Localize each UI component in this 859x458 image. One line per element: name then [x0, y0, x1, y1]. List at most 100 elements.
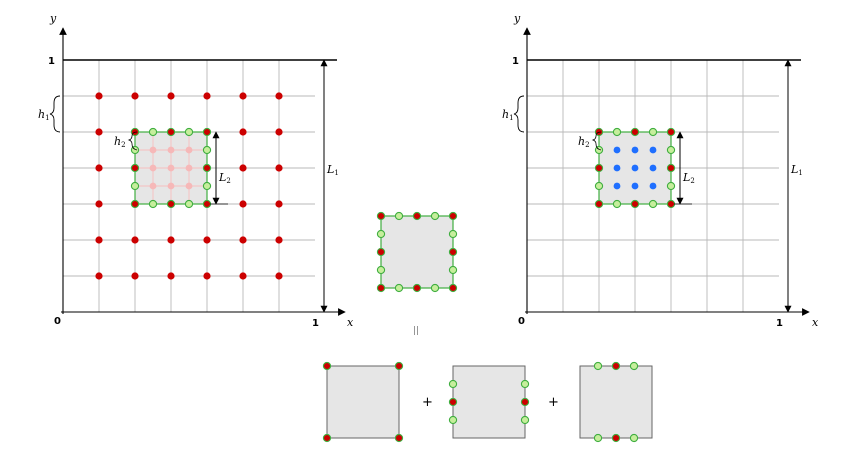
decomp-corner-node: [322, 433, 332, 443]
decomp-vertical-coarse-node: [448, 397, 458, 407]
left-boundary-node-coarse: [130, 199, 140, 209]
center-boundary-node-coarse: [448, 247, 458, 257]
center-boundary-node-coarse: [448, 283, 458, 293]
center-patch-element: [376, 211, 458, 293]
right-boundary-node-coarse: [666, 127, 676, 137]
decomp-horizontal-fine-node: [593, 361, 603, 371]
decomp-vertical-fine-node: [520, 415, 530, 425]
right-interior-fine-node: [631, 182, 639, 190]
right-l2-label: L2: [682, 171, 695, 185]
right-interior-fine-node: [649, 164, 657, 172]
center-boundary-node-coarse: [412, 211, 422, 221]
left-coarse-node: [239, 164, 247, 172]
right-boundary-node-fine: [666, 145, 676, 155]
left-coarse-node: [239, 200, 247, 208]
left-coarse-node: [275, 236, 283, 244]
left-h2-brace: [127, 131, 138, 151]
right-boundary-node-coarse: [666, 199, 676, 209]
center-boundary-node-fine: [430, 211, 440, 221]
decomp-vertical-rect: [452, 365, 526, 439]
left-interior-fine-node: [149, 146, 157, 154]
decomp-horizontal-coarse-node: [611, 361, 621, 371]
right-mesh-panel: y x 1 0 1 h1 h2 L2 L1: [502, 12, 819, 329]
center-boundary-node-fine: [394, 211, 404, 221]
decomp-corner-node: [322, 361, 332, 371]
right-interior-fine-node: [649, 146, 657, 154]
decomp-horizontal-fine-node: [629, 433, 639, 443]
right-l1-label: L1: [790, 163, 803, 177]
left-coarse-node: [275, 128, 283, 136]
right-boundary-node-fine: [648, 199, 658, 209]
right-interior-fine-node: [613, 164, 621, 172]
left-interior-fine-node: [185, 182, 193, 190]
decomp-horizontal-fine-node: [629, 361, 639, 371]
left-coarse-node: [239, 236, 247, 244]
decomp-horizontal-coarse-node: [611, 433, 621, 443]
left-interior-fine-node: [167, 182, 175, 190]
right-boundary-node-fine: [612, 127, 622, 137]
decomp-corner-node: [394, 433, 404, 443]
left-nodes: [95, 92, 283, 280]
left-interior-fine-node: [167, 164, 175, 172]
left-coarse-node: [95, 200, 103, 208]
left-tick-one-top: 1: [48, 56, 55, 67]
left-boundary-node-fine: [130, 181, 140, 191]
right-nodes: [594, 127, 676, 209]
left-coarse-node: [95, 164, 103, 172]
left-boundary-node-coarse: [202, 163, 212, 173]
left-coarse-node: [95, 272, 103, 280]
center-boundary-node-fine: [430, 283, 440, 293]
center-boundary-node-fine: [394, 283, 404, 293]
right-h1-label: h1: [502, 108, 514, 122]
right-x-axis-label: x: [812, 316, 819, 329]
right-tick-one-right: 1: [776, 318, 783, 329]
left-l2-label: L2: [218, 171, 231, 185]
left-boundary-node-coarse: [202, 199, 212, 209]
left-boundary-node-fine: [184, 127, 194, 137]
right-h1-brace: [513, 95, 525, 133]
center-boundary-node-coarse: [376, 283, 386, 293]
left-coarse-node: [275, 200, 283, 208]
left-boundary-node-fine: [184, 199, 194, 209]
left-coarse-node: [95, 236, 103, 244]
right-axes: [523, 27, 810, 316]
left-axes: [59, 27, 346, 316]
center-boundary-node-coarse: [412, 283, 422, 293]
left-boundary-node-coarse: [166, 199, 176, 209]
right-tick-origin: 0: [518, 316, 525, 327]
decomp-vertical-coarse-node: [520, 397, 530, 407]
center-boundary-node-coarse: [376, 211, 386, 221]
right-boundary-node-coarse: [594, 163, 604, 173]
decomp-corner-node: [394, 361, 404, 371]
left-coarse-node: [275, 272, 283, 280]
left-coarse-node: [131, 236, 139, 244]
decomposition-vertical-edge-nodes: [448, 365, 530, 439]
decomp-horizontal-fine-node: [593, 433, 603, 443]
left-x-axis-label: x: [347, 316, 354, 329]
decomp-vertical-fine-node: [448, 379, 458, 389]
left-coarse-node: [95, 128, 103, 136]
right-boundary-node-coarse: [630, 127, 640, 137]
left-coarse-node: [167, 236, 175, 244]
left-coarse-node: [167, 92, 175, 100]
left-coarse-node: [203, 236, 211, 244]
left-coarse-node: [131, 272, 139, 280]
left-boundary-node-coarse: [130, 163, 140, 173]
left-interior-fine-node: [149, 164, 157, 172]
left-interior-fine-node: [185, 146, 193, 154]
center-boundary-node-fine: [376, 265, 386, 275]
left-coarse-node: [275, 92, 283, 100]
left-boundary-node-fine: [148, 127, 158, 137]
right-interior-fine-node: [613, 146, 621, 154]
left-h1-brace: [49, 95, 61, 133]
center-boundary-node-coarse: [376, 247, 386, 257]
left-tick-one-right: 1: [312, 318, 319, 329]
right-boundary-node-fine: [612, 199, 622, 209]
left-boundary-node-fine: [202, 181, 212, 191]
left-interior-fine-node: [149, 182, 157, 190]
left-boundary-node-coarse: [202, 127, 212, 137]
right-boundary-node-fine: [594, 181, 604, 191]
left-l1-label: L1: [326, 163, 339, 177]
center-boundary-node-fine: [376, 229, 386, 239]
right-interior-fine-node: [631, 146, 639, 154]
